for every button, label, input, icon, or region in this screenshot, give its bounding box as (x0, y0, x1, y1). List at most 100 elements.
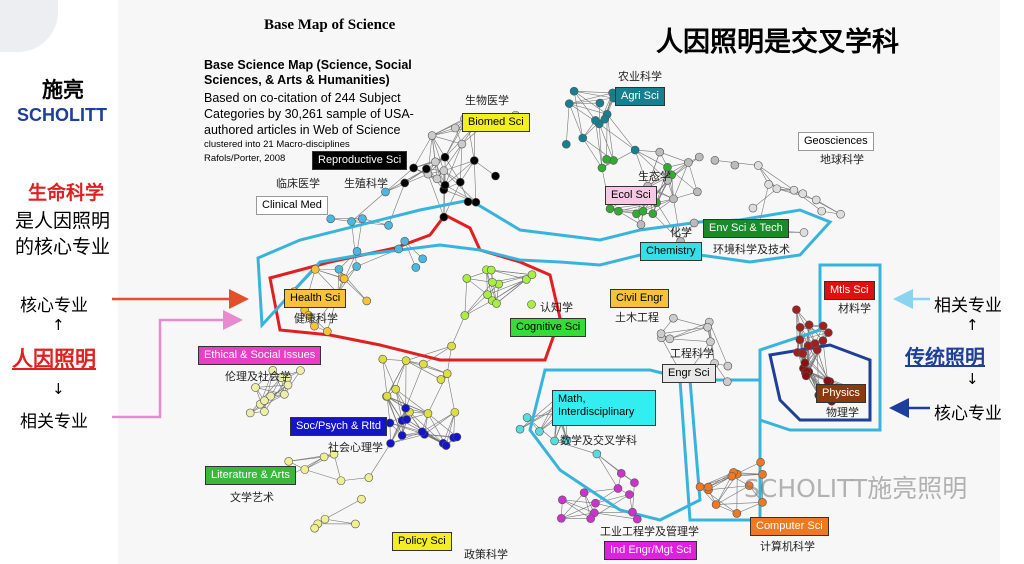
network-node (669, 313, 678, 323)
network-edge (368, 443, 391, 478)
network-node (358, 214, 367, 223)
network-edge (561, 492, 585, 519)
network-edge (716, 502, 763, 505)
network-edge (395, 389, 403, 421)
left-core-label: 核心专业 (20, 296, 88, 316)
network-edge (561, 502, 596, 519)
right-up-arrow: ↑ (966, 316, 979, 334)
network-edge (386, 360, 407, 397)
network-edge (632, 482, 635, 513)
network-node (758, 498, 767, 507)
logo-cn: 施亮 (42, 78, 84, 102)
network-node (300, 465, 310, 474)
network-node (384, 220, 393, 230)
network-edge (491, 269, 533, 276)
network-node (442, 369, 452, 378)
network-node (436, 375, 446, 384)
network-node (381, 187, 390, 197)
network-edge (569, 97, 614, 104)
cluster-outline (268, 213, 562, 362)
network-edge (324, 518, 356, 525)
network-node (334, 264, 344, 274)
network-node (562, 435, 572, 445)
network-edge (304, 469, 342, 482)
network-edge (574, 90, 613, 94)
network-node (693, 187, 702, 197)
network-edge (673, 198, 681, 242)
network-edge (304, 453, 335, 470)
network-edge (652, 180, 668, 214)
network-node (310, 265, 320, 274)
label-cn-ethical-social-issues: 伦理及社会学 (225, 370, 291, 383)
network-node (268, 366, 278, 375)
network-node (772, 184, 782, 194)
network-node (811, 195, 821, 205)
cluster-outline (768, 343, 872, 422)
label-env-sci-tech: Env Sci & Tech (703, 219, 789, 238)
label-cn-math-interdisciplinary: 数学及交叉学科 (560, 434, 637, 447)
network-node (455, 177, 465, 187)
network-node (319, 452, 329, 462)
network-node (561, 139, 571, 149)
label-health-sci: Health Sci (284, 289, 347, 308)
left-line3: 的核心专业 (15, 236, 111, 258)
network-edge (431, 135, 436, 162)
network-node (799, 228, 809, 237)
network-edge (634, 149, 648, 187)
network-node (744, 481, 754, 490)
network-edge (554, 440, 597, 455)
label-geosciences: Geosciences (798, 132, 874, 151)
network-node (440, 180, 450, 190)
network-node (810, 339, 820, 348)
network-edge (444, 143, 463, 186)
network-edge (582, 137, 603, 169)
network-edge (569, 92, 613, 104)
network-edge (656, 202, 681, 242)
network-node (694, 152, 704, 162)
network-edge (673, 317, 708, 328)
network-node (818, 336, 828, 345)
network-node (336, 476, 346, 486)
network-edge (255, 384, 289, 388)
label-cn-ecol-sci: 生态学 (638, 170, 671, 183)
network-edge (431, 118, 468, 136)
label-cn-agri-sci: 农业科学 (618, 70, 662, 83)
network-node (798, 349, 808, 358)
network-node (351, 519, 360, 529)
network-node (730, 160, 740, 170)
network-node (439, 212, 449, 222)
human-lighting-label: 人因照明 (12, 347, 96, 371)
label-reproductive-sci: Reproductive Sci (312, 151, 408, 170)
network-edge (446, 373, 456, 413)
network-node (655, 147, 665, 157)
network-edge (405, 345, 452, 361)
network-node (323, 327, 332, 336)
network-edge (389, 422, 423, 433)
network-edge (569, 102, 600, 104)
network-node (595, 98, 605, 108)
label-cn-soc-psych-rltd: 社会心理学 (328, 441, 383, 454)
network-edge (382, 359, 388, 397)
network-edge (659, 151, 689, 163)
network-node (632, 514, 642, 524)
label-cn-computer-sci: 计算机科学 (760, 540, 815, 553)
network-edge (708, 485, 750, 491)
label-cn-policy-sci: 政策科学 (464, 548, 508, 561)
network-node (824, 328, 833, 337)
network-edge (464, 300, 493, 316)
network-edge (768, 184, 795, 191)
label-cn-env-sci-tech: 环境科学及技术 (713, 243, 790, 256)
left-up-arrow: ↑ (52, 316, 65, 334)
network-node (648, 209, 658, 218)
network-edge (568, 103, 584, 139)
network-node (440, 152, 450, 162)
network-node (804, 320, 814, 330)
network-edge (565, 103, 570, 145)
network-node (463, 197, 473, 207)
network-node (789, 185, 799, 195)
network-edge (573, 91, 596, 121)
network-edge (324, 498, 362, 520)
logo-en: SCHOLITT (17, 105, 107, 125)
label-cn-ind-engr-mgt-sci: 工业工程学及管理学 (600, 525, 699, 538)
network-node (527, 300, 536, 309)
